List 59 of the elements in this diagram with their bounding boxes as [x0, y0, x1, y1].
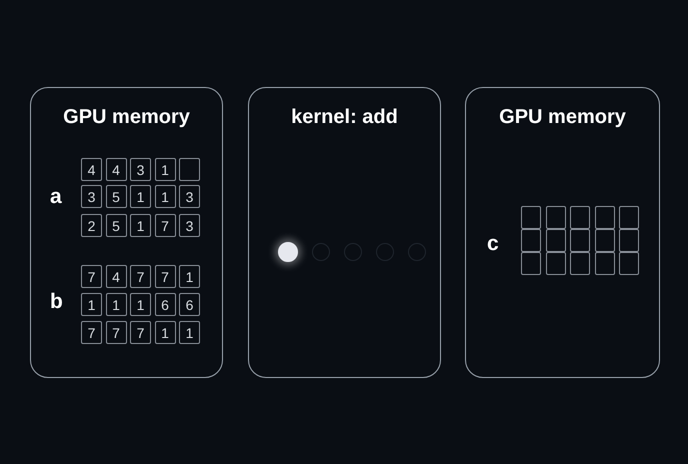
thread-dot	[408, 243, 426, 261]
value-cell: 3	[130, 158, 151, 181]
empty-cell	[521, 252, 541, 275]
value-cell: 4	[81, 158, 102, 181]
empty-cell	[570, 229, 590, 252]
empty-cell	[546, 252, 566, 275]
panel-title: GPU memory	[498, 106, 627, 129]
empty-cell	[570, 252, 590, 275]
value-cell: 6	[154, 293, 176, 316]
empty-cell	[619, 252, 639, 275]
value-cell: 7	[130, 321, 151, 344]
panel-card	[465, 87, 660, 378]
value-cell: 1	[154, 321, 176, 344]
empty-cell	[179, 158, 200, 181]
array-label: b	[50, 290, 63, 314]
value-cell: 7	[81, 265, 102, 288]
value-cell: 4	[106, 265, 126, 288]
value-cell: 1	[130, 185, 151, 208]
empty-cell	[546, 229, 566, 252]
empty-cell	[570, 206, 590, 229]
value-cell: 1	[154, 185, 176, 208]
thread-dot	[312, 243, 330, 261]
empty-cell	[619, 206, 639, 229]
value-cell: 1	[130, 214, 151, 237]
empty-cell	[594, 252, 614, 275]
value-cell: 7	[130, 265, 151, 288]
array-label: a	[50, 185, 62, 209]
value-cell: 2	[81, 214, 102, 237]
value-cell: 3	[179, 185, 200, 208]
empty-cell	[521, 206, 541, 229]
panel-card	[30, 87, 223, 378]
value-cell: 1	[130, 293, 151, 316]
empty-cell	[521, 229, 541, 252]
empty-cell	[619, 229, 639, 252]
value-cell: 1	[154, 158, 176, 181]
value-cell: 1	[179, 321, 200, 344]
panel-card	[248, 87, 441, 378]
active-thread-dot	[278, 242, 298, 262]
value-cell: 5	[106, 214, 126, 237]
value-cell: 7	[81, 321, 102, 344]
value-cell: 3	[81, 185, 102, 208]
array-label: c	[487, 232, 499, 256]
thread-dot	[376, 243, 394, 261]
value-cell: 1	[106, 293, 126, 316]
value-cell: 6	[179, 293, 200, 316]
value-cell: 7	[106, 321, 126, 344]
panel-title: kernel: add	[290, 106, 399, 129]
value-cell: 7	[154, 265, 176, 288]
value-cell: 4	[106, 158, 126, 181]
empty-cell	[594, 229, 614, 252]
value-cell: 5	[106, 185, 126, 208]
empty-cell	[594, 206, 614, 229]
value-cell: 7	[154, 214, 176, 237]
empty-cell	[546, 206, 566, 229]
value-cell: 3	[179, 214, 200, 237]
panel-title: GPU memory	[62, 106, 191, 129]
thread-dot	[344, 243, 362, 261]
value-cell: 1	[179, 265, 200, 288]
value-cell: 1	[81, 293, 102, 316]
